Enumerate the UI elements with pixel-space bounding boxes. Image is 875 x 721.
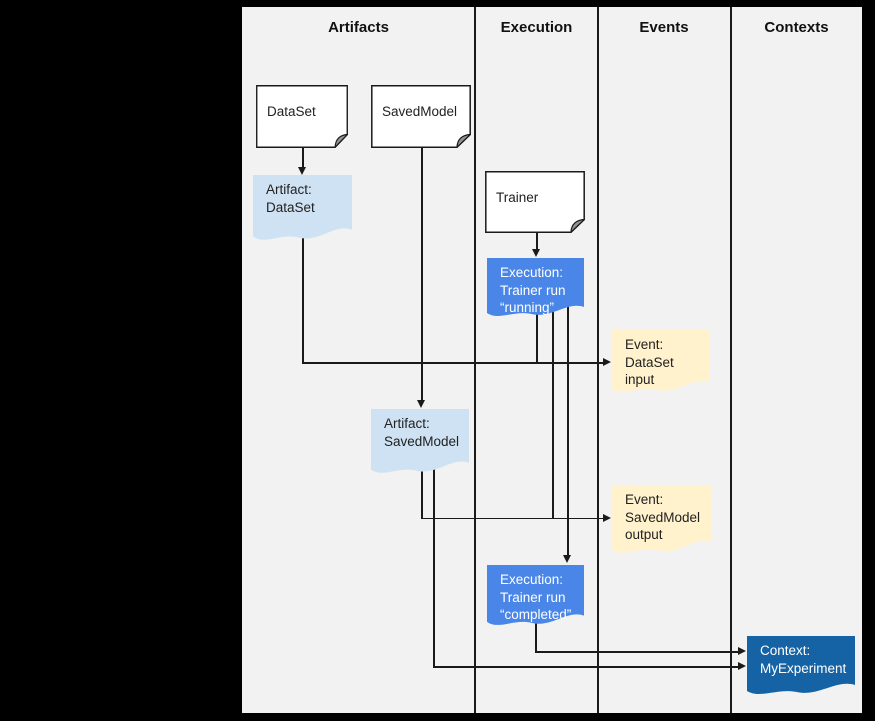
arrowhead-into-context-from-artifact (738, 662, 746, 671)
connector-execution-running-to-event-input (536, 298, 538, 364)
node-event-savedmodel-output: Event: SavedModel output (612, 485, 712, 555)
node-execution-completed: Execution: Trainer run “completed” (487, 565, 584, 627)
node-trainer-type: Trainer (485, 171, 585, 233)
node-label: Trainer (496, 189, 539, 205)
node-label: Execution: Trainer run “running” (500, 265, 566, 315)
node-execution-running: Execution: Trainer run “running” (487, 258, 584, 318)
node-label: Artifact: SavedModel (384, 416, 460, 449)
note-shape-icon (485, 171, 585, 233)
connector-execution-completed-down (535, 612, 537, 652)
node-label: Execution: Trainer run “completed” (500, 572, 572, 622)
arrowhead-into-execution-running (532, 249, 541, 257)
column-divider-events-contexts (730, 7, 732, 713)
column-divider-execution-events (597, 7, 599, 713)
node-label: Event: SavedModel output (625, 492, 701, 542)
wave-shape-icon (612, 330, 710, 392)
node-context-myexperiment: Context: MyExperiment (747, 636, 855, 696)
wave-shape-icon (487, 565, 584, 625)
arrowhead-into-event-dataset-input (602, 358, 611, 367)
arrowhead-into-artifact-savedmodel (417, 400, 426, 408)
connector-savedmodel-to-artifact (421, 148, 423, 401)
connector-execution-running-to-event-output (552, 298, 554, 519)
column-header-contexts: Contexts (764, 19, 829, 36)
node-savedmodel-type: SavedModel (371, 85, 471, 148)
connector-artifact-savedmodel-down1 (421, 452, 423, 519)
connector-dataset-to-artifact (302, 148, 304, 168)
node-label: SavedModel (382, 103, 458, 119)
note-shape-icon (371, 85, 471, 148)
connector-to-event-savedmodel-output (421, 517, 603, 519)
node-label: Artifact: DataSet (266, 182, 315, 215)
connector-trainer-to-execution-running (536, 233, 538, 250)
node-artifact-savedmodel: Artifact: SavedModel (371, 409, 469, 475)
node-artifact-dataset: Artifact: DataSet (253, 175, 352, 242)
node-label: DataSet (267, 103, 316, 119)
node-event-dataset-input: Event: DataSet input (612, 330, 710, 394)
column-header-artifacts: Artifacts (328, 19, 389, 36)
node-label: Event: DataSet input (625, 337, 674, 387)
wave-shape-icon (487, 258, 584, 316)
column-divider-artifacts-execution (474, 7, 476, 713)
connector-execution-running-to-completed (567, 298, 569, 555)
wave-shape-icon (253, 175, 352, 240)
node-dataset-type: DataSet (256, 85, 348, 148)
arrowhead-into-artifact-dataset (298, 167, 307, 175)
arrowhead-into-event-savedmodel-output (602, 513, 611, 522)
node-label: Context: MyExperiment (760, 643, 847, 676)
column-header-execution: Execution (500, 19, 573, 36)
connector-artifact-savedmodel-to-context (433, 666, 739, 668)
wave-shape-icon (612, 485, 712, 553)
wave-shape-icon (747, 636, 855, 694)
connector-to-event-dataset-input (302, 362, 603, 364)
wave-shape-icon (371, 409, 469, 473)
connector-artifact-savedmodel-down2 (433, 452, 435, 667)
column-header-events: Events (639, 19, 689, 36)
arrowhead-into-context-from-execution (738, 647, 746, 656)
arrowhead-into-execution-completed (563, 554, 572, 563)
note-shape-icon (256, 85, 348, 148)
connector-artifact-dataset-down (302, 228, 304, 364)
connector-execution-completed-to-context (535, 651, 739, 653)
